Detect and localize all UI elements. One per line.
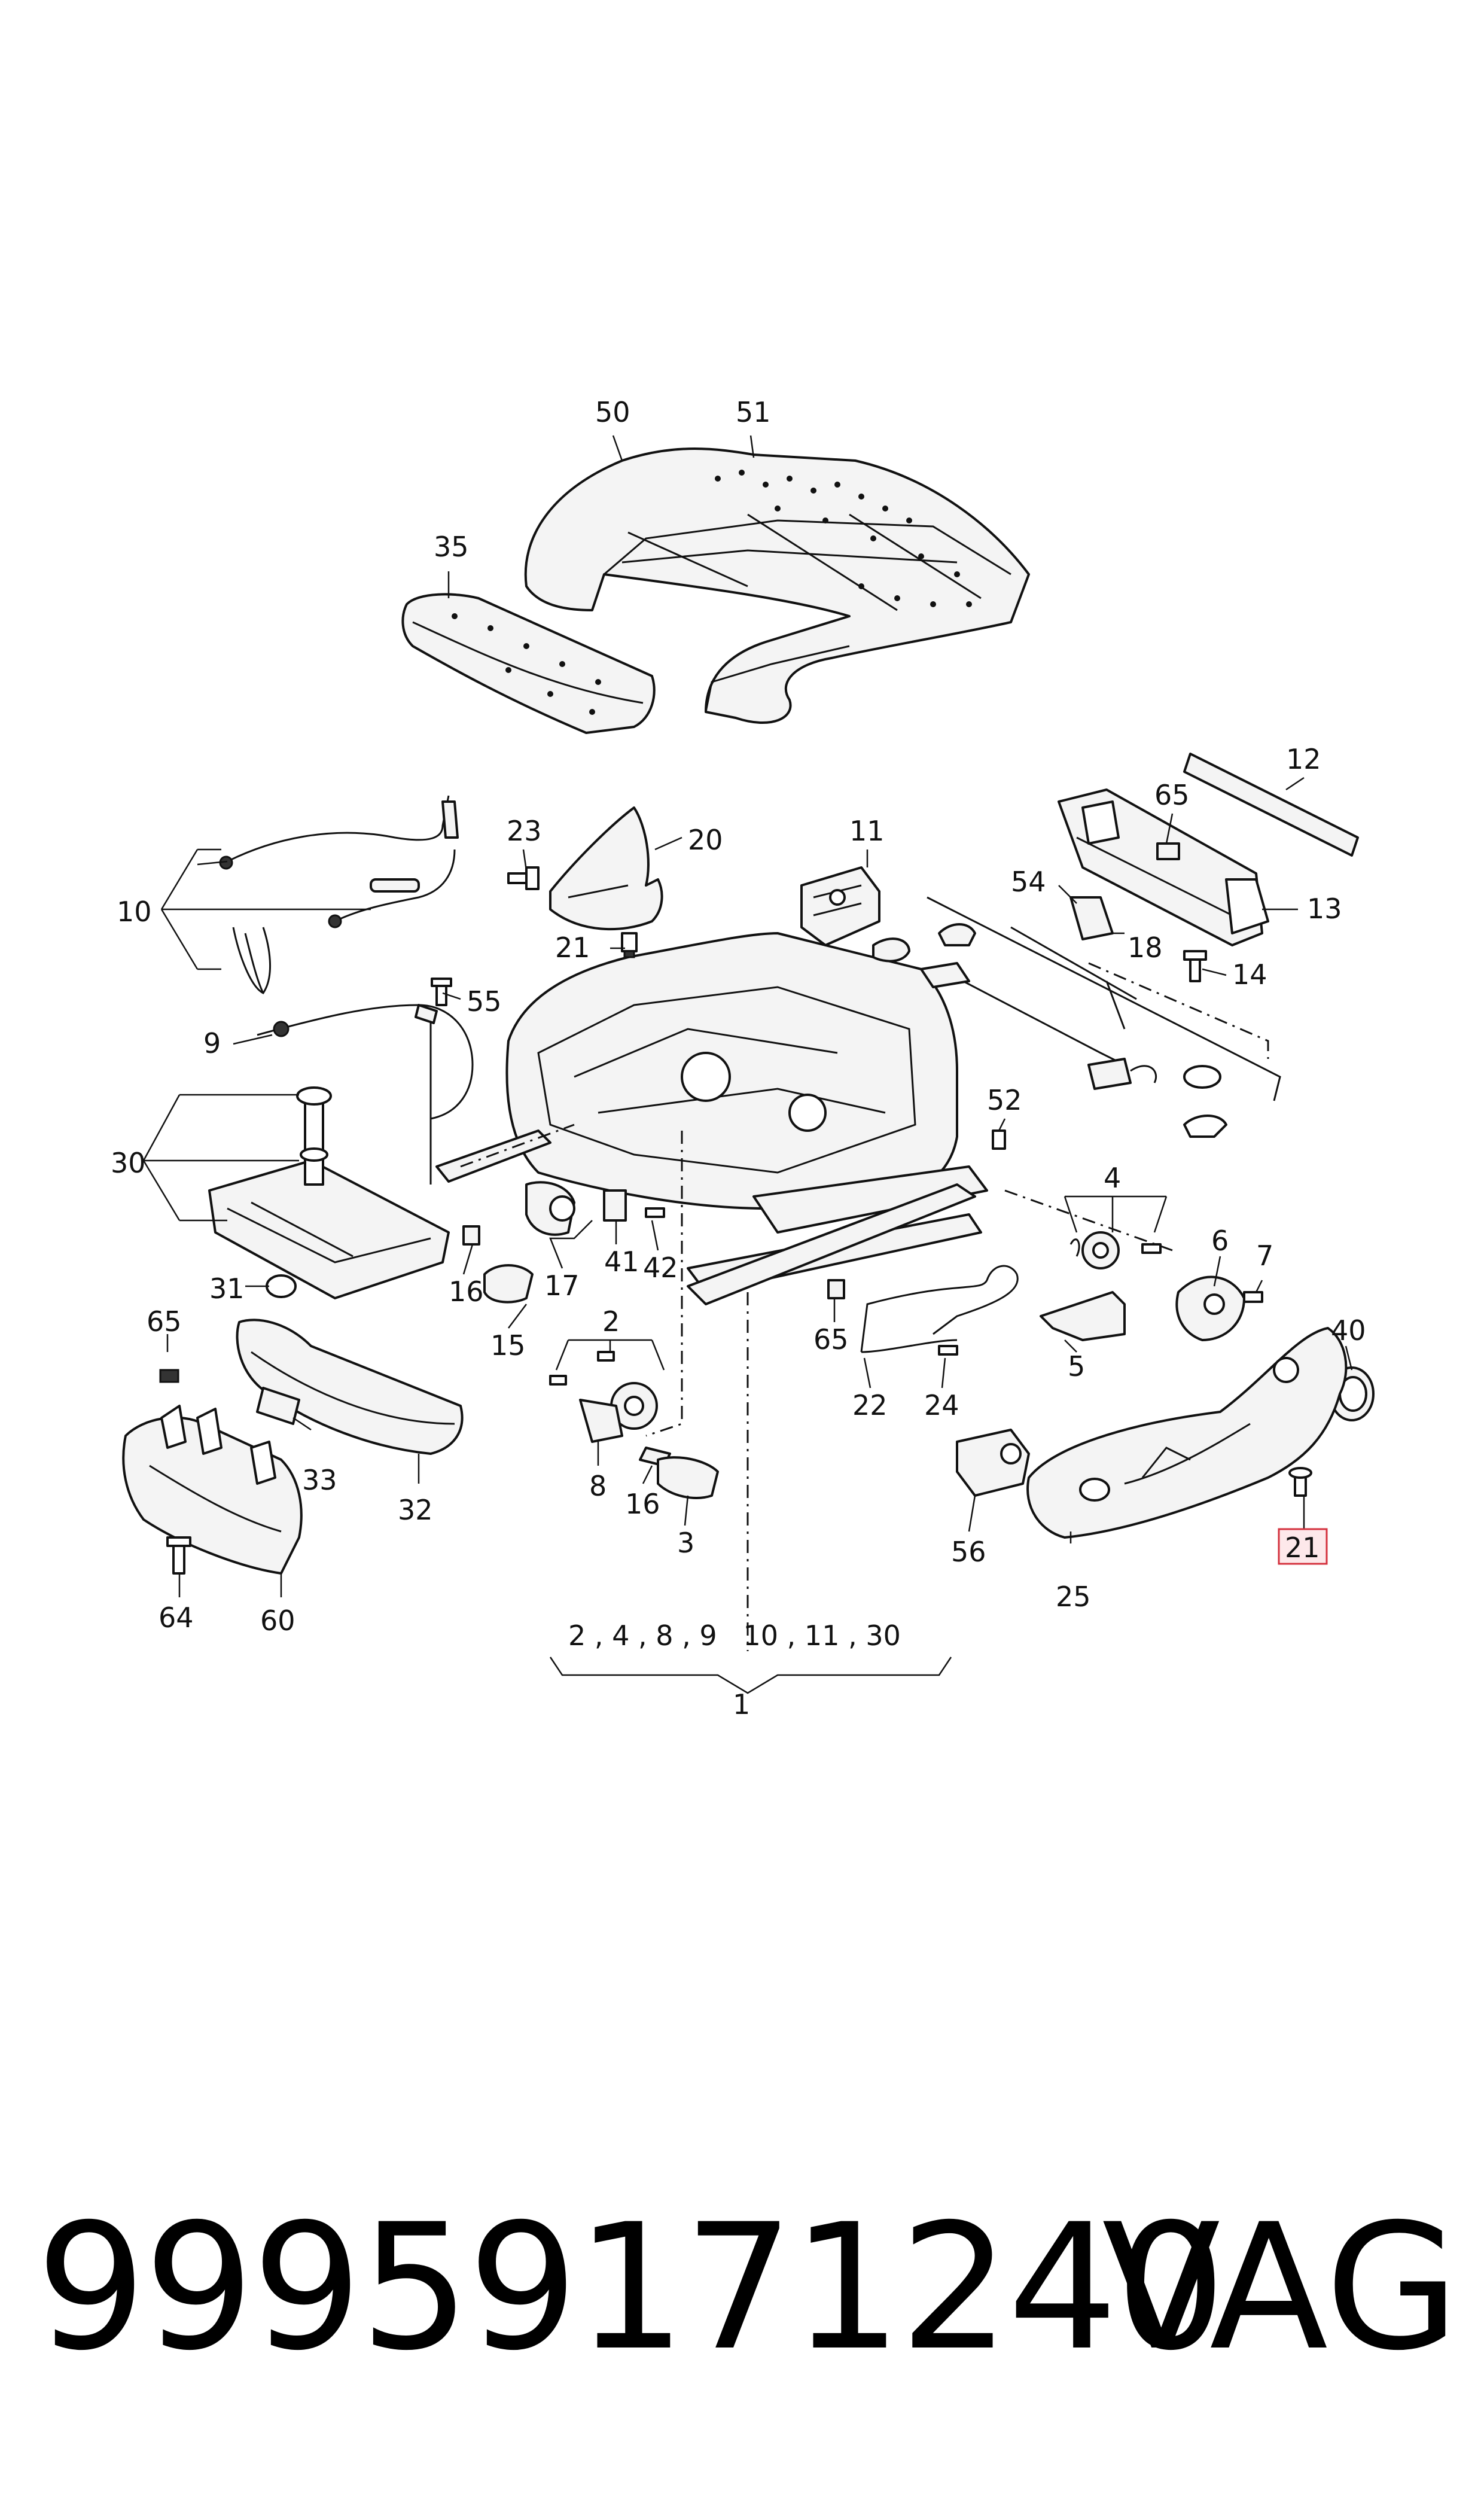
screw-part-14 xyxy=(1183,950,1207,982)
callout-25: 25 xyxy=(1056,1581,1091,1613)
screw-part-7 xyxy=(1243,1291,1263,1303)
seat-cushion-part xyxy=(524,447,1030,724)
callout-35: 35 xyxy=(434,531,469,563)
callout-24: 24 xyxy=(924,1389,959,1421)
callout-60: 60 xyxy=(260,1604,295,1637)
callout-7: 7 xyxy=(1256,1240,1273,1272)
bracket-part-11 xyxy=(800,866,880,946)
callout-40: 40 xyxy=(1331,1314,1366,1347)
clip-part-41 xyxy=(603,1189,627,1222)
callout-9: 9 xyxy=(203,1027,221,1059)
bracket-part-20 xyxy=(549,806,663,931)
callout-31: 31 xyxy=(209,1272,245,1305)
bracket-part-8 xyxy=(579,1399,623,1443)
callout-55: 55 xyxy=(467,985,502,1018)
callout-labels: 50 51 35 12 65 54 18 13 14 11 23 20 21 1… xyxy=(111,396,1366,1721)
nut-part-65-mid xyxy=(827,1279,845,1299)
nut-part-65-upper xyxy=(1156,842,1180,860)
callout-64: 64 xyxy=(159,1601,194,1634)
cap-part-15 xyxy=(483,1264,534,1304)
cap-part-16-upper xyxy=(462,1225,480,1246)
tray-part-30 xyxy=(208,1086,450,1299)
motor-part-2 xyxy=(549,1351,658,1430)
callout-15: 15 xyxy=(490,1329,526,1362)
callout-41: 41 xyxy=(604,1246,639,1278)
seat-frame-part xyxy=(505,932,988,1293)
brand-name: VAG xyxy=(1102,2187,1459,2389)
screw-part-24 xyxy=(938,1345,958,1356)
callout-17: 17 xyxy=(544,1269,580,1302)
spring-part-22 xyxy=(860,1265,1019,1353)
callout-56: 56 xyxy=(951,1536,986,1568)
trim-part-32 xyxy=(236,1319,464,1455)
callout-5: 5 xyxy=(1068,1350,1085,1383)
callout-65: 65 xyxy=(1154,779,1190,811)
bracket-part-31 xyxy=(266,1274,297,1298)
seat-cushion-cover-dots xyxy=(715,470,972,607)
callout-22: 22 xyxy=(852,1389,888,1421)
footer: 99959171240 VAG xyxy=(36,2202,1459,2441)
screw-part-52 xyxy=(992,1129,1006,1150)
callout-6: 6 xyxy=(1211,1225,1229,1257)
clip-part-21-lower xyxy=(1288,1467,1312,1497)
rail-mechanism-part-13 xyxy=(1058,788,1269,946)
callout-23: 23 xyxy=(507,815,542,847)
callout-12: 12 xyxy=(1286,743,1321,775)
bracket-part-6 xyxy=(1175,1275,1245,1341)
group-list: 2 , 4 , 8 , 9 10 , 11 , 30 xyxy=(568,1619,901,1652)
connector-part-54 xyxy=(1069,896,1114,940)
callout-52: 52 xyxy=(987,1084,1022,1116)
callout-32: 32 xyxy=(398,1494,433,1526)
callout-16-upper: 16 xyxy=(449,1275,484,1308)
leader-lines xyxy=(142,435,1353,1694)
callout-2: 2 xyxy=(602,1305,620,1338)
callout-3: 3 xyxy=(677,1527,694,1559)
callout-50: 50 xyxy=(595,396,630,428)
cable-part-9 xyxy=(257,1004,474,1185)
screw-part-55 xyxy=(431,978,452,1006)
motor-cable-assembly xyxy=(872,896,1281,1138)
trim-part-3 xyxy=(657,1456,719,1499)
callout-1: 1 xyxy=(733,1688,750,1721)
callout-20: 20 xyxy=(688,824,723,856)
clip-part-33 xyxy=(256,1387,300,1425)
callout-21-upper: 21 xyxy=(555,931,590,964)
callout-14: 14 xyxy=(1232,958,1267,991)
callout-13: 13 xyxy=(1307,893,1342,925)
callout-42: 42 xyxy=(643,1252,678,1284)
cable-set-part-10 xyxy=(219,795,459,994)
side-trim-part-25 xyxy=(1026,1327,1348,1539)
callout-54: 54 xyxy=(1011,866,1046,898)
callout-18: 18 xyxy=(1128,931,1163,964)
cover-part-17 xyxy=(525,1181,575,1236)
callout-21-highlighted: 21 xyxy=(1285,1531,1320,1564)
callout-4: 4 xyxy=(1104,1162,1121,1194)
bolt-part-23 xyxy=(507,866,540,890)
switch-part-56 xyxy=(956,1429,1030,1497)
callout-11: 11 xyxy=(849,815,885,847)
callout-33: 33 xyxy=(302,1464,337,1496)
callout-51: 51 xyxy=(736,396,771,428)
screw-part-64 xyxy=(166,1536,191,1575)
highlighted-callout-box xyxy=(1278,1528,1328,1565)
callout-10: 10 xyxy=(117,896,152,928)
callout-16-lower: 16 xyxy=(625,1488,660,1520)
callout-8: 8 xyxy=(589,1470,607,1502)
part-number: 99959171240 xyxy=(36,2187,1226,2389)
cover-part-60 xyxy=(122,1369,303,1575)
callout-65-lower: 65 xyxy=(147,1305,182,1338)
lever-part-5 xyxy=(1040,1291,1126,1341)
strip-part-12 xyxy=(1183,753,1359,857)
clip-part-21-upper xyxy=(621,932,638,958)
front-cushion-part-35 xyxy=(401,593,656,734)
callout-65-mid: 65 xyxy=(813,1323,849,1356)
callout-30: 30 xyxy=(111,1147,146,1179)
gear-part-4 xyxy=(1069,1231,1162,1269)
reference-lines xyxy=(460,962,1269,1651)
screw-part-42 xyxy=(645,1207,665,1218)
